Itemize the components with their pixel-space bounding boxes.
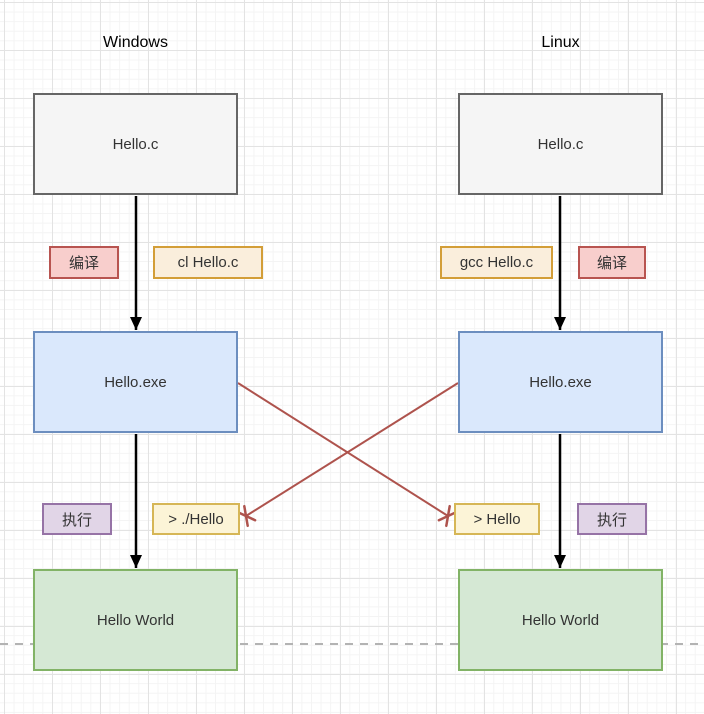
node-source-windows-label: Hello.c bbox=[112, 135, 159, 153]
node-output-windows: Hello World bbox=[33, 569, 238, 671]
node-source-linux-label: Hello.c bbox=[537, 135, 584, 153]
compile-command-linux: gcc Hello.c bbox=[440, 246, 553, 279]
run-label-linux: 执行 bbox=[577, 503, 647, 535]
node-output-windows-label: Hello World bbox=[96, 611, 175, 629]
node-source-windows: Hello.c bbox=[33, 93, 238, 195]
run-command-linux: > Hello bbox=[454, 503, 540, 535]
compile-command-windows: cl Hello.c bbox=[153, 246, 263, 279]
node-output-linux-label: Hello World bbox=[521, 611, 600, 629]
compile-label-windows: 编译 bbox=[49, 246, 119, 279]
node-executable-linux: Hello.exe bbox=[458, 331, 663, 433]
compile-label-linux: 编译 bbox=[578, 246, 646, 279]
node-executable-windows: Hello.exe bbox=[33, 331, 238, 433]
run-command-windows: > ./Hello bbox=[152, 503, 240, 535]
node-source-linux: Hello.c bbox=[458, 93, 663, 195]
run-label-windows: 执行 bbox=[42, 503, 112, 535]
column-title-linux: Linux bbox=[541, 34, 580, 51]
node-output-linux: Hello World bbox=[458, 569, 663, 671]
node-executable-linux-label: Hello.exe bbox=[529, 373, 592, 391]
node-executable-windows-label: Hello.exe bbox=[104, 373, 167, 391]
column-title-windows: Windows bbox=[103, 34, 168, 51]
